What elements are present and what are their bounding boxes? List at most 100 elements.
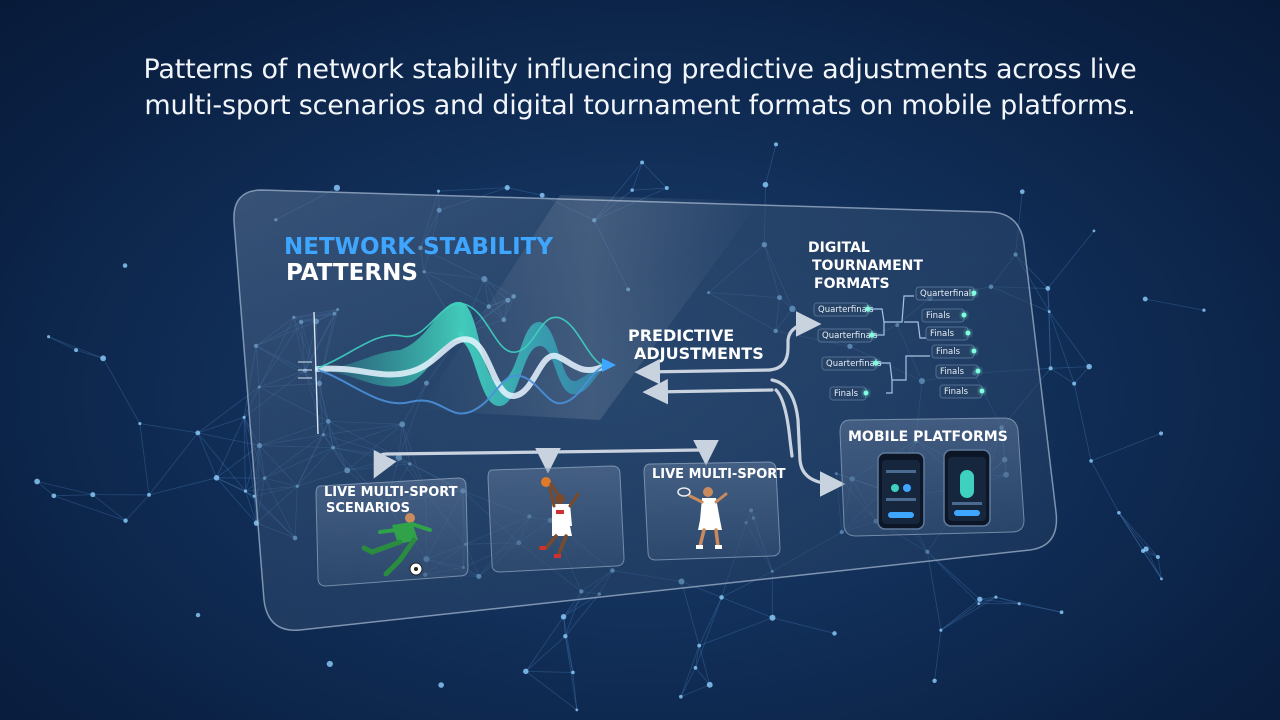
network-link bbox=[1145, 548, 1162, 580]
network-node bbox=[664, 186, 669, 191]
network-node bbox=[523, 668, 529, 675]
network-node bbox=[762, 181, 769, 188]
bracket-node bbox=[873, 360, 879, 366]
network-link bbox=[765, 144, 777, 185]
network-link bbox=[48, 336, 104, 359]
network-link bbox=[680, 667, 696, 697]
network-link bbox=[699, 617, 773, 647]
network-link bbox=[698, 645, 711, 685]
bracket-right-2: Finals bbox=[930, 329, 955, 339]
mobile-platforms-title: MOBILE PLATFORMS bbox=[848, 429, 1008, 445]
network-link bbox=[197, 432, 246, 492]
bracket-connectors bbox=[870, 295, 930, 394]
network-link bbox=[641, 162, 668, 189]
network-link bbox=[564, 636, 574, 673]
network-node bbox=[697, 643, 702, 648]
network-link bbox=[102, 358, 141, 424]
network-link bbox=[1118, 512, 1144, 552]
network-link bbox=[564, 636, 578, 710]
network-link bbox=[698, 597, 722, 646]
network-node bbox=[1142, 296, 1148, 302]
network-link bbox=[243, 417, 246, 492]
sport-card-tennis: LIVE MULTI-SPORT bbox=[643, 461, 786, 561]
network-link bbox=[1048, 311, 1075, 384]
network-link bbox=[525, 670, 573, 673]
phone-icon bbox=[877, 452, 925, 530]
bracket-node bbox=[965, 330, 971, 336]
network-link bbox=[1050, 366, 1090, 369]
network-link bbox=[772, 617, 835, 634]
network-node bbox=[1160, 577, 1163, 581]
network-node bbox=[575, 708, 579, 712]
network-link bbox=[681, 581, 700, 646]
network-node bbox=[932, 678, 937, 683]
network-link bbox=[1090, 433, 1162, 462]
basketball-player-icon bbox=[538, 477, 580, 558]
network-node bbox=[195, 430, 201, 436]
network-link bbox=[978, 596, 997, 605]
sport-card-basketball bbox=[487, 465, 625, 573]
bracket-right-1: Finals bbox=[926, 311, 951, 321]
network-link bbox=[695, 667, 711, 686]
network-link bbox=[631, 162, 643, 191]
network-node bbox=[1017, 602, 1021, 606]
network-node bbox=[242, 415, 246, 419]
network-link bbox=[979, 596, 996, 600]
phone-icon bbox=[943, 449, 991, 527]
tennis-player-icon bbox=[677, 487, 728, 549]
network-node bbox=[100, 355, 107, 362]
network-node bbox=[571, 670, 575, 675]
network-node bbox=[1072, 381, 1077, 386]
bracket-left-3: Finals bbox=[834, 389, 859, 399]
bracket-node bbox=[865, 306, 871, 312]
sport-card-soccer: LIVE MULTI-SPORT SCENARIOS bbox=[315, 477, 469, 587]
network-link bbox=[979, 598, 1020, 605]
network-node bbox=[333, 184, 341, 192]
network-link bbox=[75, 349, 104, 359]
network-link bbox=[48, 336, 77, 351]
network-link bbox=[1047, 288, 1050, 312]
network-link bbox=[934, 630, 942, 681]
network-node bbox=[1086, 363, 1092, 370]
network-link bbox=[1047, 230, 1095, 289]
network-link bbox=[525, 635, 566, 672]
network-node bbox=[1047, 310, 1051, 314]
tournament-bracket: QuarterfinalsQuarterfinalsQuarterfinalsF… bbox=[813, 286, 985, 401]
panel-title-line-2: PATTERNS bbox=[286, 260, 418, 286]
network-link bbox=[216, 417, 245, 478]
network-link bbox=[197, 432, 260, 446]
tournament-title-line-1: DIGITAL bbox=[808, 240, 870, 256]
panel-title-line-1: NETWORK STABILITY bbox=[284, 234, 553, 260]
network-node bbox=[213, 475, 220, 481]
network-link bbox=[632, 187, 667, 191]
network-link bbox=[245, 491, 257, 524]
network-link bbox=[525, 671, 578, 711]
flow-arrows bbox=[373, 311, 846, 497]
bracket-right-4: Finals bbox=[940, 367, 965, 377]
network-node bbox=[563, 633, 568, 639]
network-node bbox=[994, 595, 998, 599]
network-node bbox=[436, 189, 441, 193]
network-link bbox=[1073, 366, 1090, 384]
network-node bbox=[147, 492, 151, 497]
network-link bbox=[1073, 383, 1092, 462]
sport-card-1-line-2: SCENARIOS bbox=[326, 501, 410, 516]
network-link bbox=[680, 645, 700, 697]
network-link bbox=[1118, 512, 1159, 558]
network-node bbox=[34, 478, 40, 485]
network-node bbox=[560, 614, 567, 620]
network-node bbox=[640, 160, 645, 165]
network-link bbox=[53, 494, 93, 497]
network-node bbox=[769, 614, 776, 621]
network-link bbox=[216, 477, 255, 497]
network-link bbox=[216, 477, 257, 524]
network-link bbox=[1145, 298, 1205, 311]
network-link bbox=[940, 603, 980, 631]
network-node bbox=[939, 628, 943, 632]
network-link bbox=[216, 477, 246, 492]
network-node bbox=[438, 682, 444, 688]
tournament-title-line-3: FORMATS bbox=[814, 276, 890, 292]
network-node bbox=[90, 492, 96, 498]
predictive-label-line-1: PREDICTIVE bbox=[628, 326, 734, 345]
network-link bbox=[1118, 512, 1162, 580]
